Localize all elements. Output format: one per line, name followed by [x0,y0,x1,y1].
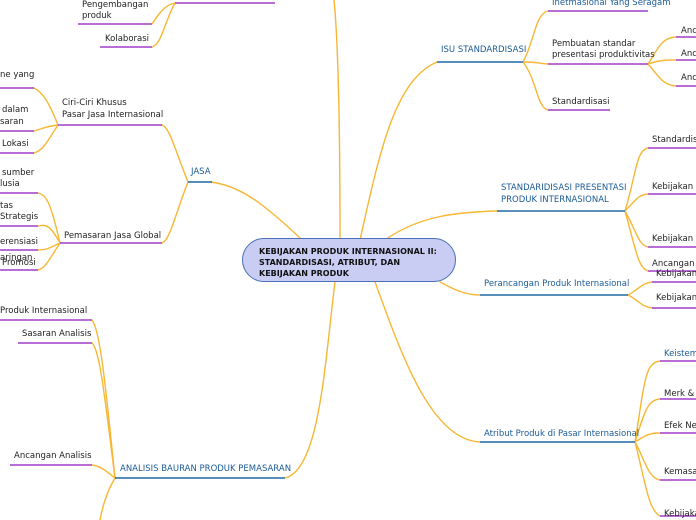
connector-isu-1 [522,10,549,63]
connector-jasa [209,181,301,239]
node-sasaran-analisis[interactable]: Sasaran Analisis [22,329,92,339]
branch-standaridisasi-presentasi[interactable]: STANDARIDISASI PRESENTASI [501,183,627,193]
central-topic-node[interactable]: KEBIJAKAN PRODUK INTERNASIONAL II: STAND… [242,238,456,282]
branch-jasa[interactable]: JASA [191,167,211,177]
node-sumber[interactable]: sumber [2,168,35,178]
node-ne-yang[interactable]: ne yang [0,70,35,80]
node-saran: saran [0,117,24,127]
node-aringan[interactable]: aringan [0,253,33,263]
connector-isu-3 [522,61,549,111]
node-kebijaka[interactable]: Kebijaka [664,509,696,519]
branch-perancangan-produk[interactable]: Perancangan Produk Internasional [484,279,630,289]
node-ciri-ciri-khusus[interactable]: Ciri-Ciri Khusus [62,98,127,108]
node-kemasa[interactable]: Kemasa [664,467,696,477]
connector-sdp [384,210,498,241]
branch-isu-standardisasi[interactable]: ISU STANDARDISASI [441,45,527,55]
connector-atribut [374,281,481,443]
connector-isu-2 [522,61,549,65]
node-anc-1[interactable]: Anc [681,26,696,36]
connector-perancangan [439,281,481,296]
node-erensiasi[interactable]: erensiasi [0,237,38,247]
branch-atribut-produk[interactable]: Atribut Produk di Pasar Internasional [484,429,640,439]
node-pengembangan-produk-line2: produk [82,11,112,21]
node-kebijakan-i[interactable]: Kebijakan I [652,182,696,192]
branch-standaridisasi-presentasi-line2: PRODUK INTERNASIONAL [501,195,609,205]
node-ciri-ciri-khusus-line2: Pasar Jasa Internasional [62,110,164,120]
node-pengembangan-produk[interactable]: Pengembangan [82,0,149,10]
node-merk[interactable]: Merk & N [664,389,696,399]
node-efek-neg[interactable]: Efek Neg [664,421,696,431]
node-kolaborasi[interactable]: Kolaborasi [105,34,150,44]
node-kebijakan-b[interactable]: Kebijakan [656,293,696,303]
connector-analisis [284,281,336,479]
node-ancangan-u[interactable]: Ancangan U [652,259,696,269]
node-produk-internasional[interactable]: Produk Internasional [0,306,88,316]
branch-analisis-bauran[interactable]: ANALISIS BAURAN PRODUK PEMASARAN [120,464,292,474]
connector-isu [359,61,438,241]
node-inetmasional[interactable]: Inetmasional Yang Seragam [552,0,671,8]
node-tas[interactable]: tas [0,201,13,211]
node-anc-2[interactable]: Anc [681,49,696,59]
central-topic-label: KEBIJAKAN PRODUK INTERNASIONAL II: STAND… [259,247,437,278]
connector-top [333,0,341,239]
node-standardisa[interactable]: Standardisa [652,135,696,145]
node-dalam[interactable]: dalam [2,105,29,115]
node-kebijakan-m[interactable]: Kebijakan M [652,234,696,244]
node-pembuatan-standar[interactable]: Pembuatan standar [552,39,636,49]
node-pembuatan-standar-line2: presentasi produktivitas [552,50,655,60]
node-strategis: Strategis [0,212,39,222]
node-kebijakan-a[interactable]: Kebijakan [656,269,696,279]
node-promosi[interactable]: Promosi [2,258,36,268]
node-anc-3[interactable]: Anc [681,73,696,83]
node-lusia: lusia [0,179,20,189]
node-pemasaran-jasa-global[interactable]: Pemasaran Jasa Global [64,231,162,241]
node-keistem[interactable]: Keistem [664,349,696,359]
node-standardisasi[interactable]: Standardisasi [552,97,610,107]
node-lokasi[interactable]: Lokasi [2,139,29,149]
node-ancangan-analisis[interactable]: Ancangan Analisis [14,451,92,461]
